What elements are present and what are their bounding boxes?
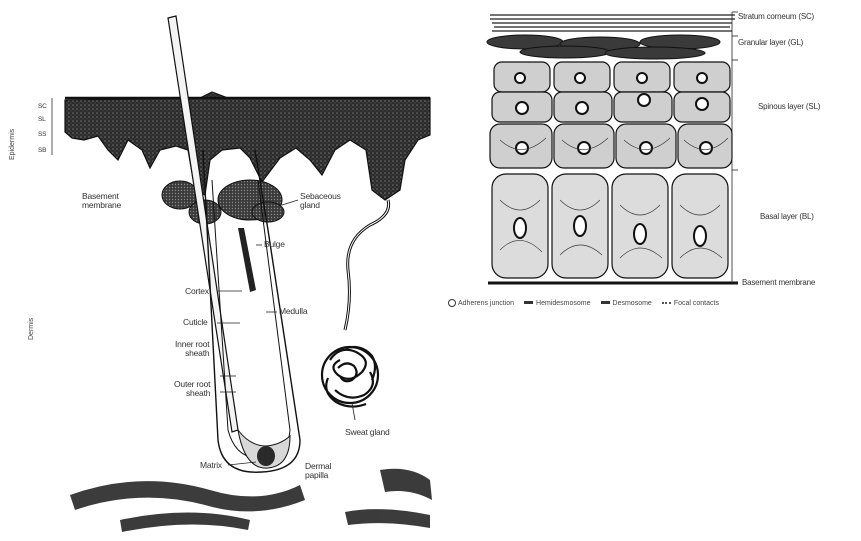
circle-icon: [448, 299, 456, 307]
basement-membrane-right-label: Basement membrane: [742, 278, 815, 287]
sebaceous-gland-label: Sebaceous gland: [300, 192, 341, 210]
layer-mark-sc: SC: [38, 102, 47, 111]
bulge-region: [238, 228, 256, 292]
cuticle-label: Cuticle: [183, 318, 208, 327]
basal-layer-label: Basal layer (BL): [760, 212, 814, 221]
basement-membrane-label: Basement membrane: [82, 192, 121, 210]
junction-legend: Adherens junction Hemidesmosome Desmosom…: [448, 297, 858, 309]
legend-item-hemidesmosome: Hemidesmosome: [524, 300, 590, 307]
spinous-layer-label: Spinous layer (SL): [758, 102, 820, 111]
legend-item-adherens: Adherens junction: [448, 299, 514, 307]
epidermis-layers-illustration: [470, 0, 861, 320]
inner-root-sheath-label: Inner root sheath: [175, 340, 209, 358]
bulge-label: Bulge: [264, 240, 285, 249]
medulla-label: Medulla: [279, 307, 307, 316]
basal-cells: [492, 174, 728, 278]
matrix-label: Matrix: [200, 461, 222, 470]
cortex-label: Cortex: [185, 287, 209, 296]
dermal-fibres: [70, 469, 432, 532]
layer-mark-sb: SB: [38, 146, 46, 155]
legend-item-desmosome: Desmosome: [601, 300, 652, 307]
layer-mark-sl: SL: [38, 115, 46, 124]
hair-follicle-illustration: [0, 0, 450, 541]
legend-item-focal-contacts: Focal contacts: [662, 300, 719, 307]
dash-icon: [601, 301, 610, 304]
granular-cells: [487, 35, 720, 59]
dermal-papilla-label: Dermal papilla: [305, 462, 331, 480]
hair-follicle-diagram: Epidermis Dermis SC SL SS SB Basement me…: [0, 0, 450, 541]
outer-root-sheath-label: Outer root sheath: [174, 380, 210, 398]
dots-icon: [662, 302, 671, 304]
epidermis-layers-diagram: Stratum corneum (SC) Granular layer (GL)…: [470, 0, 861, 320]
hair-shaft: [168, 16, 238, 432]
epidermis-label: Epidermis: [9, 129, 16, 160]
dermis-label: Dermis: [28, 318, 35, 340]
stratum-corneum-lines: [490, 15, 735, 31]
sweat-duct: [345, 200, 389, 330]
layer-mark-ss: SS: [38, 130, 46, 139]
sweat-gland-label: Sweat gland: [345, 428, 390, 437]
sweat-gland-coil: [322, 347, 378, 407]
layer-bracket: [732, 12, 738, 283]
dash-icon: [524, 301, 533, 304]
dermal-papilla-shape: [257, 446, 275, 466]
granular-layer-label: Granular layer (GL): [738, 38, 803, 47]
stratum-corneum-label: Stratum corneum (SC): [738, 12, 814, 21]
